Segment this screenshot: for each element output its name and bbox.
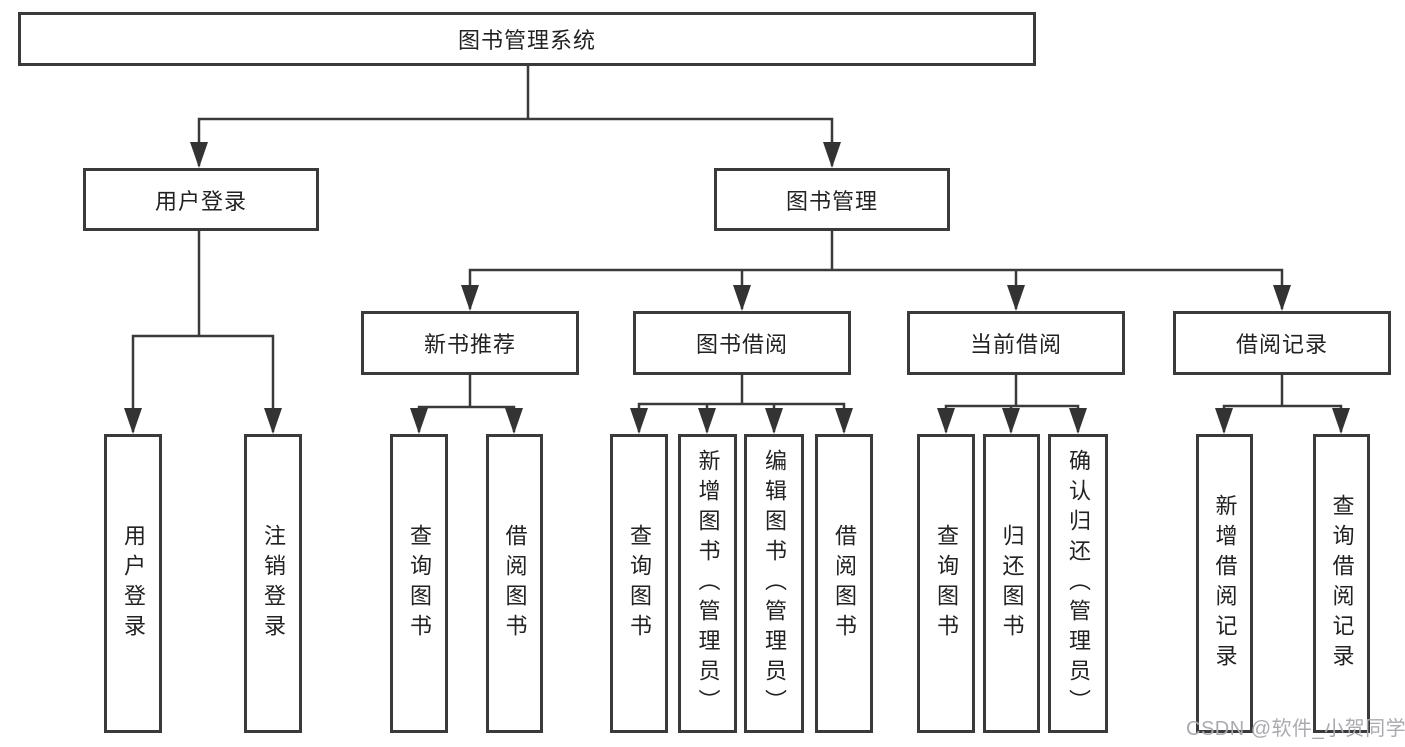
node-new-book-recommendation: 新书推荐 [361, 311, 579, 375]
node-borrow-add-books-admin-label: 新增图书（管理员） [695, 448, 721, 719]
node-records-add-record: 新增借阅记录 [1196, 434, 1253, 733]
node-borrowing-records: 借阅记录 [1173, 311, 1391, 375]
node-logout-action: 注销登录 [244, 434, 302, 733]
node-new-book-recommendation-label: 新书推荐 [423, 332, 516, 357]
node-root: 图书管理系统 [18, 12, 1036, 66]
node-borrow-edit-books-admin-label: 编辑图书（管理员） [762, 448, 787, 719]
node-recommend-query-books-label: 查询图书 [407, 523, 432, 644]
node-current-query-books-label: 查询图书 [934, 523, 959, 644]
node-recommend-borrow-books-label: 借阅图书 [502, 523, 528, 644]
node-logout-action-label: 注销登录 [261, 523, 286, 644]
node-borrow-edit-books-admin: 编辑图书（管理员） [744, 434, 804, 733]
connector-paths [131, 66, 1343, 432]
node-book-management: 图书管理 [714, 168, 950, 231]
node-borrow-add-books-admin: 新增图书（管理员） [678, 434, 737, 733]
node-current-borrowing: 当前借阅 [907, 311, 1125, 375]
node-borrow-query-books-label: 查询图书 [627, 523, 652, 644]
node-borrowing-records-label: 借阅记录 [1235, 332, 1328, 357]
node-user-login-action-label: 用户登录 [121, 523, 146, 644]
node-recommend-borrow-books: 借阅图书 [486, 434, 543, 733]
node-current-return-books: 归还图书 [983, 434, 1040, 733]
node-current-query-books: 查询图书 [917, 434, 975, 733]
node-recommend-query-books: 查询图书 [390, 434, 448, 733]
node-current-confirm-return-admin-label: 确认归还（管理员） [1066, 448, 1091, 719]
node-book-borrowing-label: 图书借阅 [695, 332, 788, 357]
node-current-borrowing-label: 当前借阅 [969, 332, 1062, 357]
node-user-login: 用户登录 [83, 168, 319, 231]
node-user-login-action: 用户登录 [104, 434, 162, 733]
node-records-add-record-label: 新增借阅记录 [1212, 493, 1238, 674]
node-root-label: 图书管理系统 [457, 28, 596, 53]
node-book-borrowing: 图书借阅 [633, 311, 851, 375]
arrowhead-icons [124, 142, 1350, 434]
node-current-confirm-return-admin: 确认归还（管理员） [1048, 434, 1108, 733]
node-user-login-label: 用户登录 [154, 188, 247, 214]
watermark-text: CSDN @软件_小贺同学 [1186, 718, 1405, 740]
node-records-query-record-label: 查询借阅记录 [1329, 493, 1355, 674]
node-current-return-books-label: 归还图书 [999, 523, 1025, 644]
node-borrow-query-books: 查询图书 [610, 434, 668, 733]
node-borrow-borrow-books: 借阅图书 [815, 434, 873, 733]
node-book-management-label: 图书管理 [785, 188, 878, 214]
node-borrow-borrow-books-label: 借阅图书 [832, 523, 857, 644]
node-records-query-record: 查询借阅记录 [1313, 434, 1370, 733]
